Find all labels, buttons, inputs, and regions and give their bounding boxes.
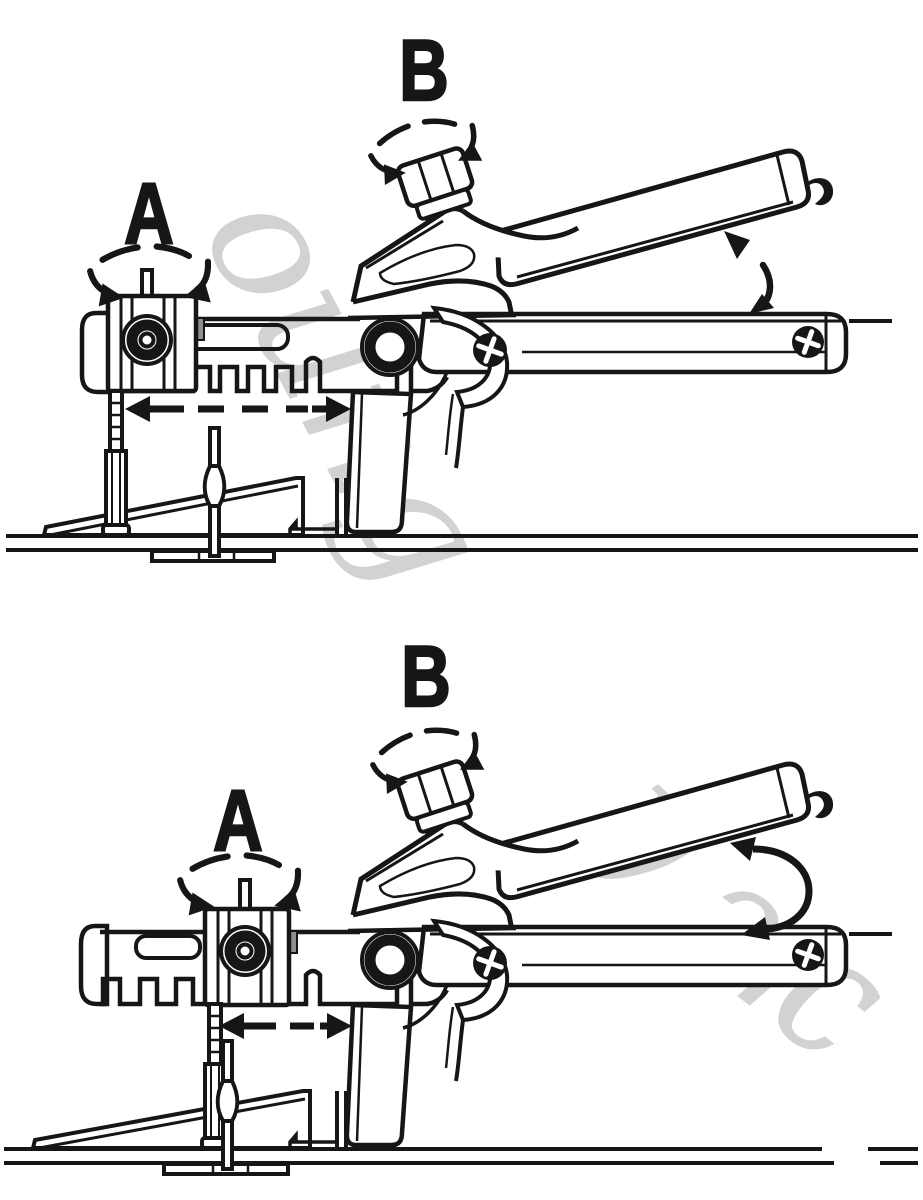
threaded-post: [101, 389, 131, 537]
pliers-body: [290, 147, 892, 536]
squeeze-rotation-arrow: [730, 837, 813, 940]
tile-spacer: [150, 426, 276, 563]
tile-baseline: [4, 1147, 918, 1165]
figure-top: A B: [6, 22, 918, 563]
tile-spacer: [162, 1039, 290, 1176]
label-b: B: [401, 629, 451, 725]
wedge: [41, 476, 305, 537]
rack-strip: [79, 310, 360, 395]
wedge: [30, 1089, 312, 1150]
adjuster-block: [202, 878, 298, 1008]
label-b: B: [399, 23, 449, 119]
slide-range-arrow: [219, 1013, 352, 1039]
adjuster-block: [105, 268, 205, 394]
slide-range-arrow: [125, 396, 351, 422]
label-a: A: [213, 773, 263, 869]
squeeze-arrows: [724, 231, 774, 314]
figure-bottom: A B: [4, 628, 918, 1176]
